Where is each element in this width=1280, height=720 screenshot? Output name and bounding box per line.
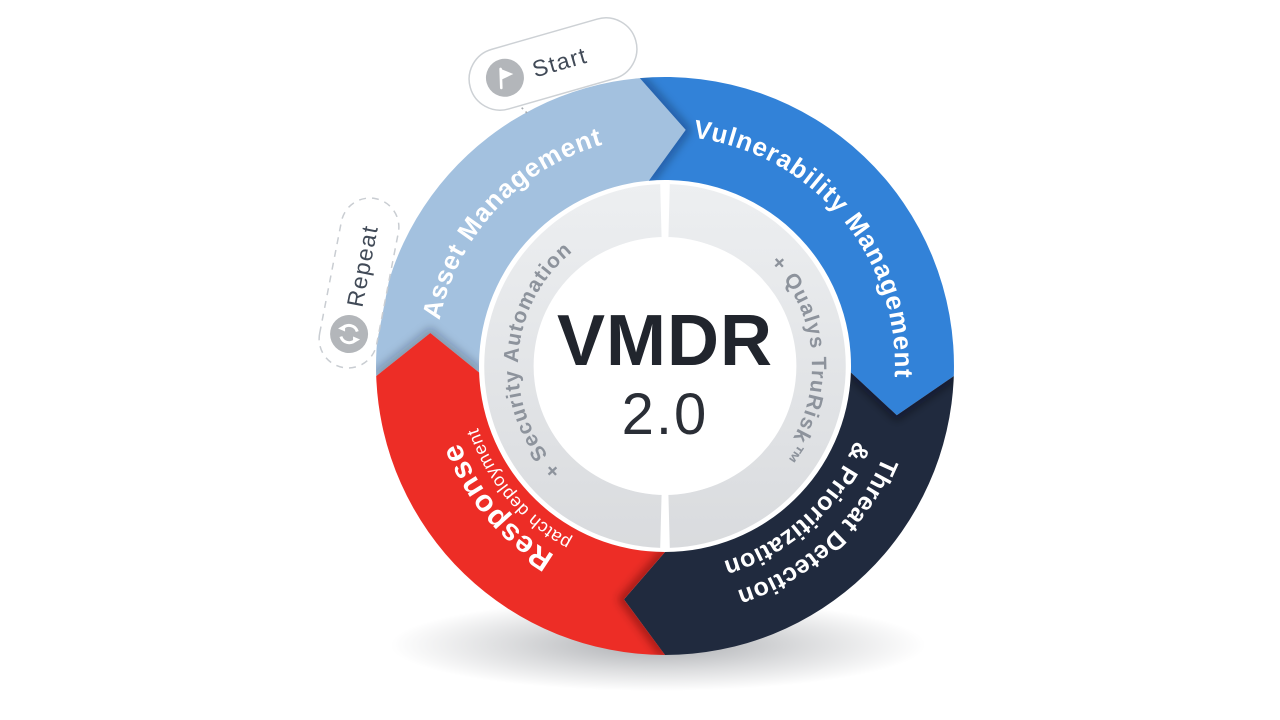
inner-ring-left xyxy=(484,184,662,548)
inner-ring-right xyxy=(668,184,846,548)
start-badge: Start xyxy=(468,17,638,111)
repeat-badge: Repeat xyxy=(318,197,400,369)
flag-icon xyxy=(499,67,514,90)
center-version: 2.0 xyxy=(622,382,709,447)
arrow-shadow-on-resp xyxy=(618,549,665,655)
center-hub xyxy=(536,237,794,495)
repeat-icon-circle xyxy=(330,315,369,354)
refresh-icon xyxy=(338,323,361,345)
center-title: VMDR xyxy=(557,301,773,381)
